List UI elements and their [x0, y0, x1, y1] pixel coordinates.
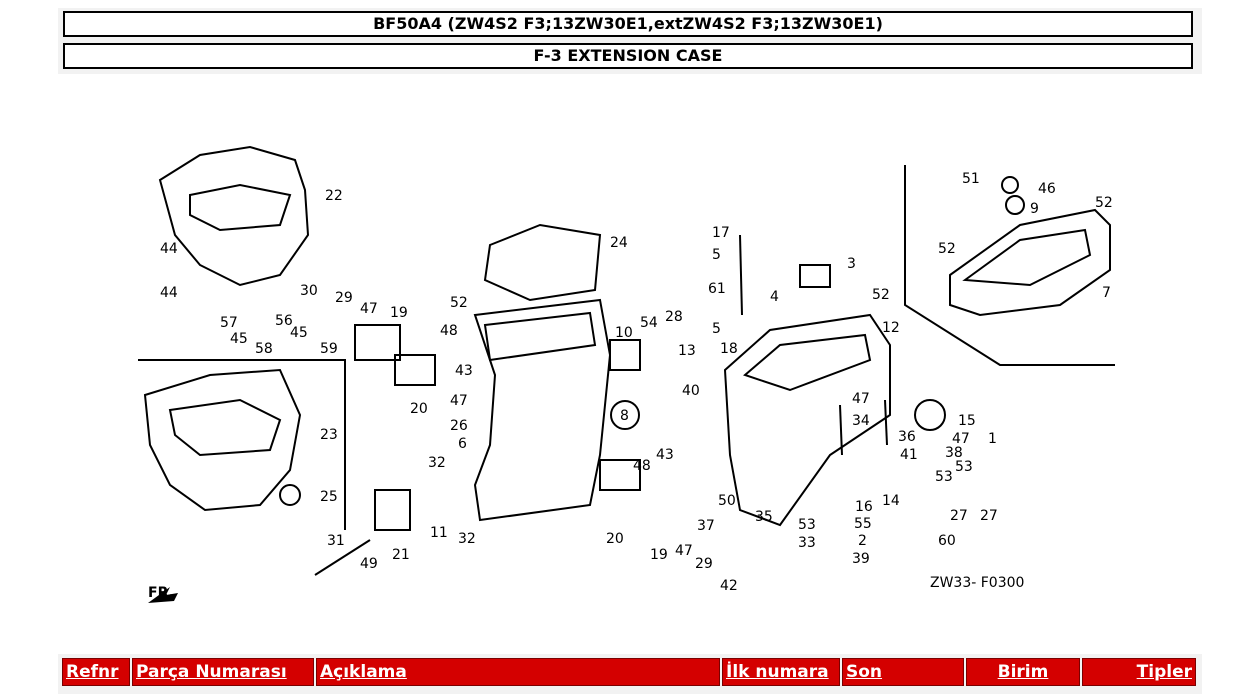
- col-unit[interactable]: Birim: [966, 658, 1080, 686]
- svg-text:41: 41: [900, 447, 918, 463]
- svg-text:28: 28: [665, 309, 683, 325]
- svg-text:57: 57: [220, 315, 238, 331]
- direction-arrow-icon: [148, 587, 178, 603]
- section-title: F-3 EXTENSION CASE: [63, 43, 1193, 69]
- svg-text:3: 3: [847, 256, 856, 272]
- svg-text:53: 53: [955, 459, 973, 475]
- svg-text:13: 13: [678, 343, 696, 359]
- svg-text:22: 22: [325, 188, 343, 204]
- svg-text:18: 18: [720, 341, 738, 357]
- model-title: BF50A4 (ZW4S2 F3;13ZW30E1,extZW4S2 F3;13…: [63, 11, 1193, 37]
- col-last[interactable]: Son: [842, 658, 964, 686]
- svg-text:38: 38: [945, 445, 963, 461]
- col-types[interactable]: Tipler: [1082, 658, 1196, 686]
- title-block: BF50A4 (ZW4S2 F3;13ZW30E1,extZW4S2 F3;13…: [58, 8, 1202, 74]
- svg-text:37: 37: [697, 518, 715, 534]
- svg-text:30: 30: [300, 283, 318, 299]
- svg-text:52: 52: [872, 287, 890, 303]
- svg-text:23: 23: [320, 427, 338, 443]
- svg-text:29: 29: [695, 556, 713, 572]
- svg-text:14: 14: [882, 493, 900, 509]
- svg-text:27: 27: [950, 508, 968, 524]
- svg-text:26: 26: [450, 418, 468, 434]
- svg-text:27: 27: [980, 508, 998, 524]
- svg-text:34: 34: [852, 413, 870, 429]
- svg-text:47: 47: [450, 393, 468, 409]
- svg-text:55: 55: [854, 516, 872, 532]
- svg-text:61: 61: [708, 281, 726, 297]
- svg-text:43: 43: [455, 363, 473, 379]
- svg-text:45: 45: [290, 325, 308, 341]
- col-part-number[interactable]: Parça Numarası: [132, 658, 314, 686]
- svg-text:53: 53: [935, 469, 953, 485]
- col-first-number[interactable]: İlk numara: [722, 658, 840, 686]
- svg-text:52: 52: [450, 295, 468, 311]
- svg-text:5: 5: [712, 321, 721, 337]
- svg-text:12: 12: [882, 320, 900, 336]
- svg-text:33: 33: [798, 535, 816, 551]
- svg-text:20: 20: [410, 401, 428, 417]
- svg-text:7: 7: [1102, 285, 1111, 301]
- svg-text:43: 43: [656, 447, 674, 463]
- svg-text:10: 10: [615, 325, 633, 341]
- svg-text:52: 52: [1095, 195, 1113, 211]
- svg-text:25: 25: [320, 489, 338, 505]
- svg-text:47: 47: [675, 543, 693, 559]
- svg-text:60: 60: [938, 533, 956, 549]
- svg-text:1: 1: [988, 431, 997, 447]
- svg-text:44: 44: [160, 241, 178, 257]
- svg-text:20: 20: [606, 531, 624, 547]
- diagram-code: ZW33- F0300: [930, 575, 1024, 591]
- svg-text:42: 42: [720, 578, 738, 594]
- svg-text:6: 6: [458, 436, 467, 452]
- svg-text:44: 44: [160, 285, 178, 301]
- col-description[interactable]: Açıklama: [316, 658, 720, 686]
- col-refnr[interactable]: Refnr: [62, 658, 130, 686]
- svg-text:24: 24: [610, 235, 628, 251]
- svg-text:11: 11: [430, 525, 448, 541]
- svg-text:50: 50: [718, 493, 736, 509]
- svg-text:16: 16: [855, 499, 873, 515]
- svg-text:54: 54: [640, 315, 658, 331]
- svg-text:2: 2: [858, 533, 867, 549]
- svg-text:58: 58: [255, 341, 273, 357]
- svg-text:21: 21: [392, 547, 410, 563]
- svg-text:48: 48: [440, 323, 458, 339]
- svg-text:8: 8: [620, 408, 629, 424]
- svg-text:47: 47: [952, 431, 970, 447]
- svg-text:48: 48: [633, 458, 651, 474]
- svg-text:53: 53: [798, 517, 816, 533]
- svg-text:19: 19: [390, 305, 408, 321]
- svg-text:32: 32: [458, 531, 476, 547]
- svg-text:15: 15: [958, 413, 976, 429]
- svg-text:5: 5: [712, 247, 721, 263]
- svg-text:17: 17: [712, 225, 730, 241]
- svg-text:32: 32: [428, 455, 446, 471]
- svg-text:39: 39: [852, 551, 870, 567]
- svg-text:19: 19: [650, 547, 668, 563]
- svg-text:29: 29: [335, 290, 353, 306]
- svg-text:56: 56: [275, 313, 293, 329]
- svg-text:47: 47: [360, 301, 378, 317]
- svg-text:51: 51: [962, 171, 980, 187]
- svg-text:49: 49: [360, 556, 378, 572]
- parts-table-header: Refnr Parça Numarası Açıklama İlk numara…: [58, 654, 1202, 694]
- svg-text:4: 4: [770, 289, 779, 305]
- svg-text:47: 47: [852, 391, 870, 407]
- svg-text:59: 59: [320, 341, 338, 357]
- svg-text:36: 36: [898, 429, 916, 445]
- svg-text:9: 9: [1030, 201, 1039, 217]
- svg-text:31: 31: [327, 533, 345, 549]
- svg-text:40: 40: [682, 383, 700, 399]
- svg-text:46: 46: [1038, 181, 1056, 197]
- svg-text:52: 52: [938, 241, 956, 257]
- svg-text:35: 35: [755, 509, 773, 525]
- svg-text:45: 45: [230, 331, 248, 347]
